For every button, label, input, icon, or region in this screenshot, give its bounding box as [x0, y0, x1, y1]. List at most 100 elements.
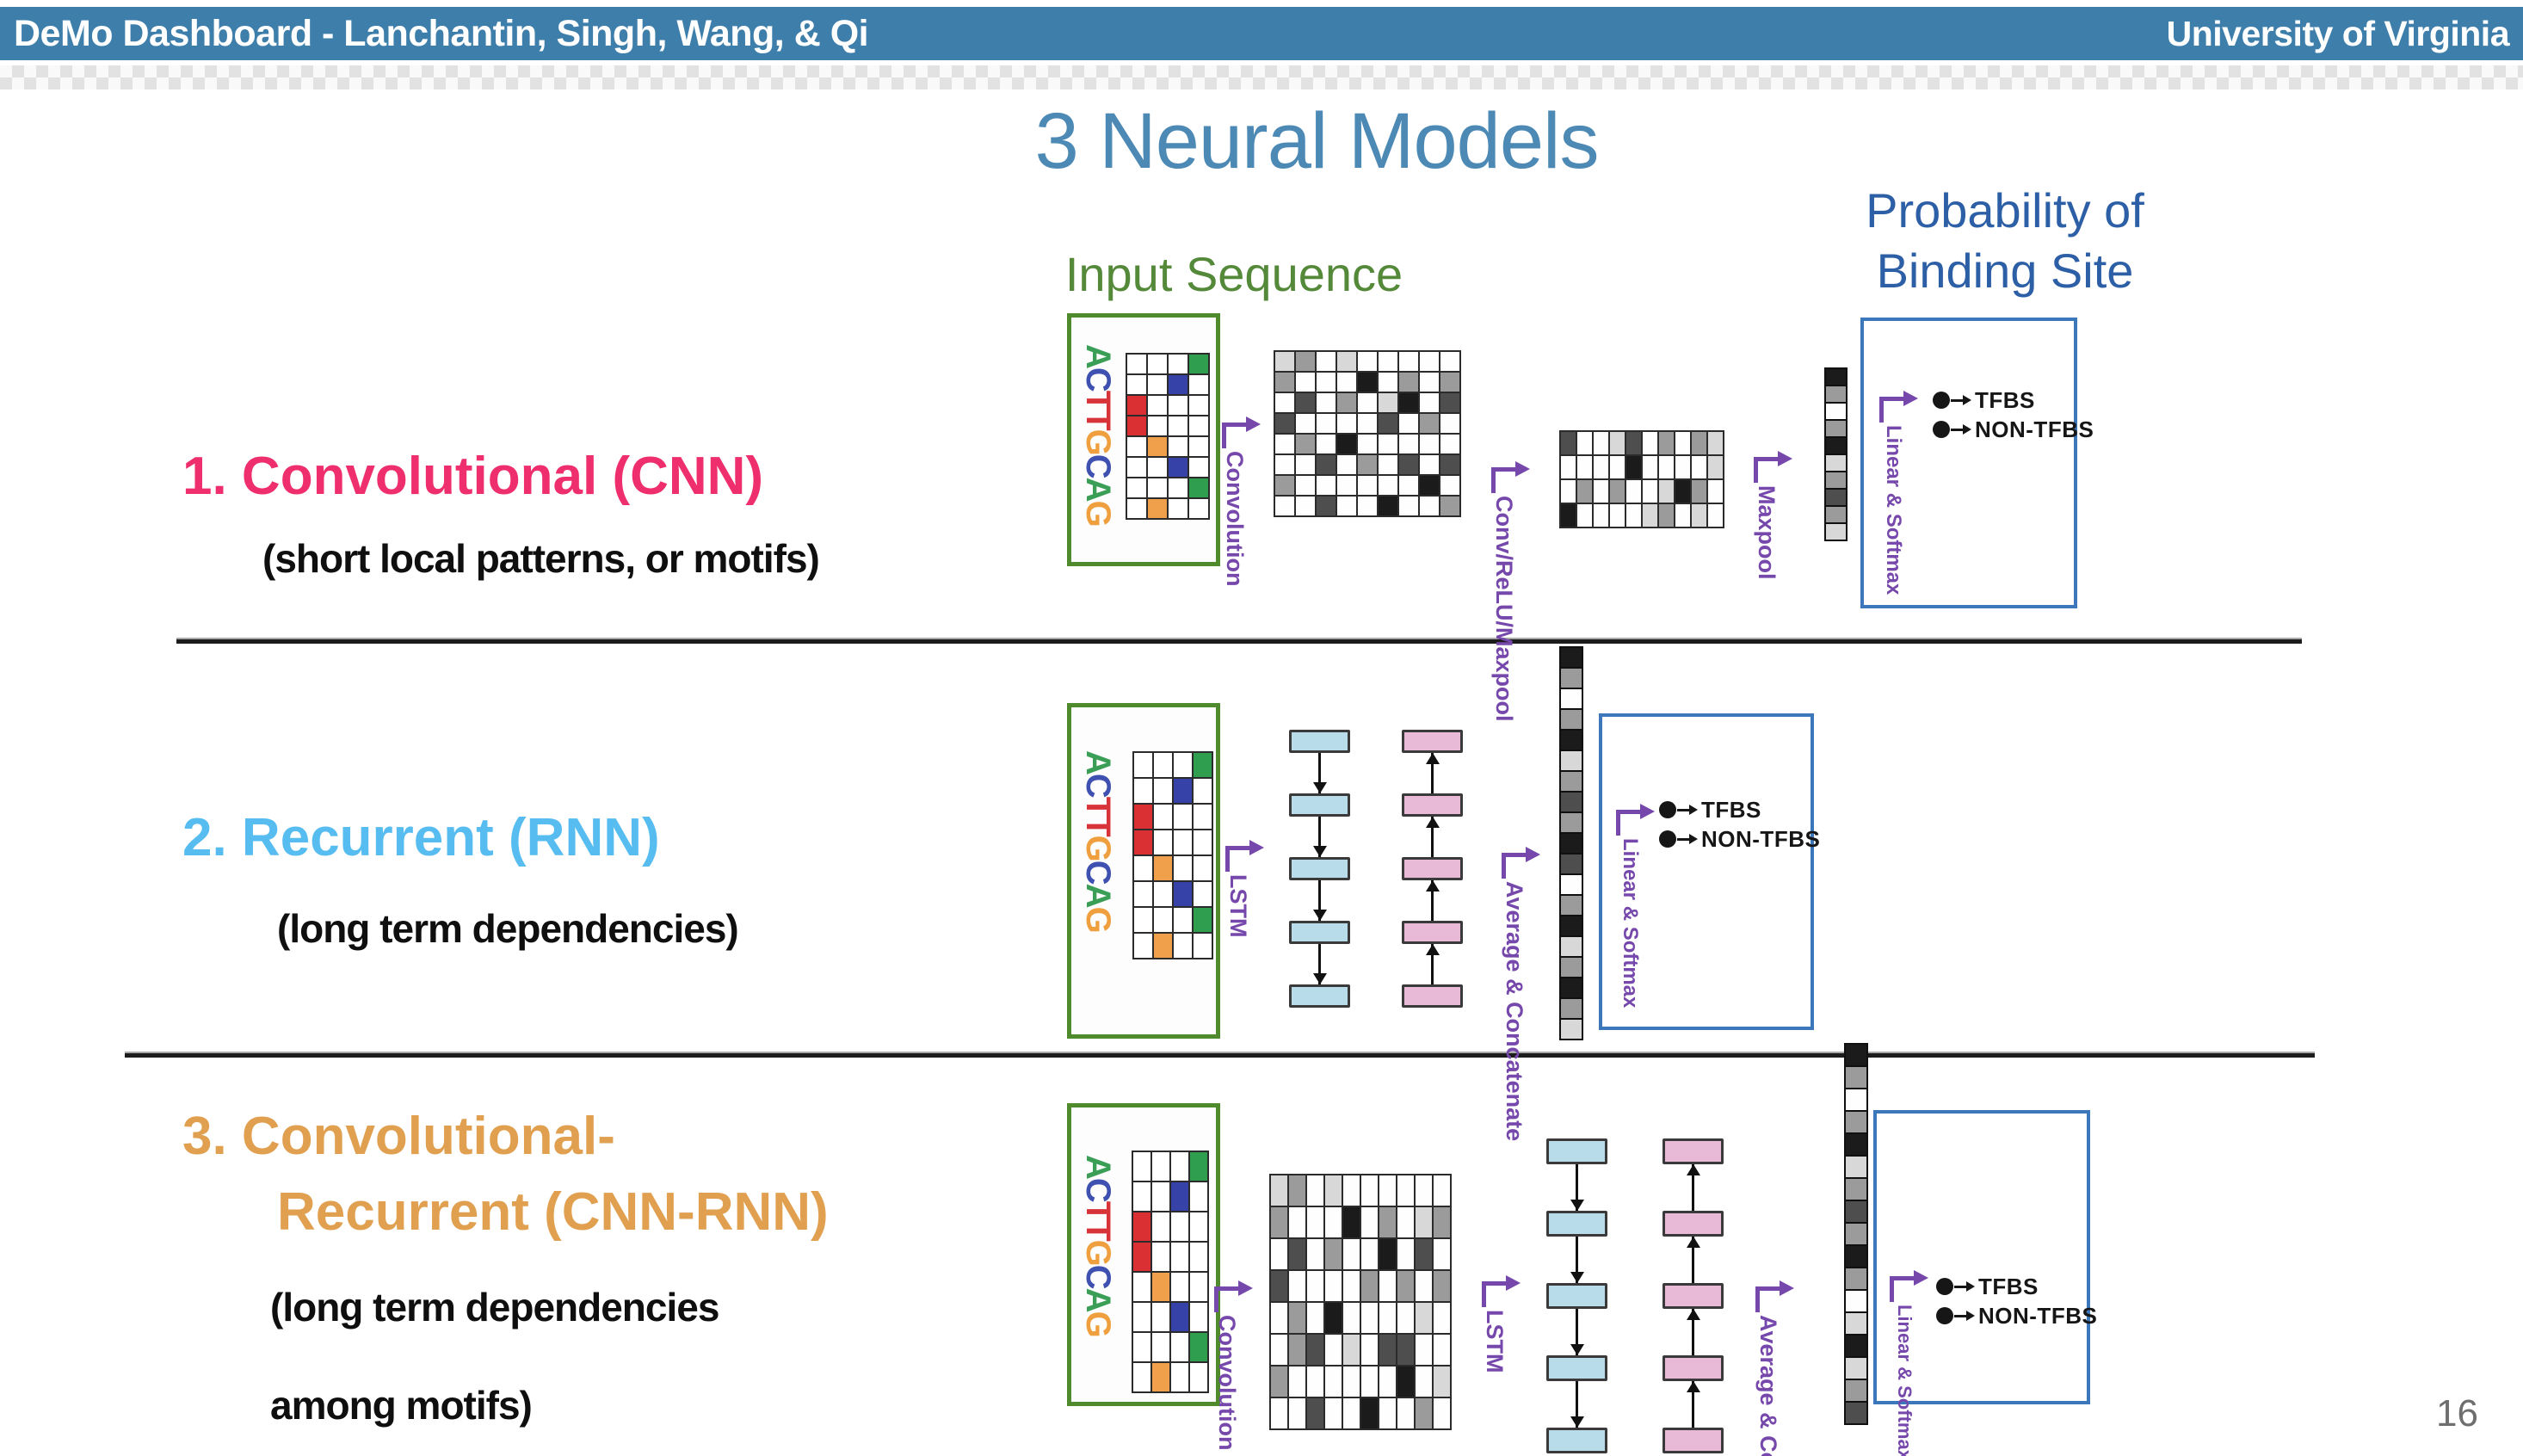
lstm-cell-box [1662, 1355, 1724, 1381]
onehot-cell [1133, 1363, 1150, 1391]
dna-letter: C [1079, 773, 1117, 797]
lstm-cell-box [1289, 984, 1350, 1008]
matrix-cell [1440, 476, 1459, 495]
matrix-cell [1337, 435, 1356, 453]
matrix-cell [1659, 432, 1674, 454]
matrix-cell [1275, 414, 1294, 433]
crnn-backward-chain [1662, 1138, 1724, 1453]
output-arrow-icon [1954, 1285, 1966, 1288]
onehot-cell [1127, 396, 1146, 415]
matrix-cell [1337, 497, 1356, 515]
dna-letter: A [1079, 1155, 1117, 1178]
crnn-concat-vector [1844, 1043, 1868, 1425]
rnn-linear-softmax-label: Linear & Softmax [1619, 838, 1642, 1009]
crnn-heading-line2: Recurrent (CNN-RNN) [277, 1182, 829, 1242]
rnn-lstm-arrow-icon [1225, 840, 1267, 874]
matrix-cell [1307, 1207, 1323, 1237]
onehot-cell [1152, 1273, 1169, 1301]
matrix-cell [1675, 480, 1690, 503]
vector-cell [1826, 438, 1846, 453]
lstm-cell-box [1546, 1428, 1607, 1453]
vector-cell [1561, 999, 1582, 1018]
vector-cell [1561, 710, 1582, 729]
vector-cell [1561, 978, 1582, 997]
lstm-cell-box [1402, 921, 1463, 944]
matrix-cell [1325, 1335, 1342, 1365]
matrix-cell [1577, 432, 1592, 454]
onehot-cell [1171, 1243, 1188, 1271]
matrix-cell [1420, 352, 1439, 371]
chain-connector [1318, 753, 1321, 793]
onehot-cell [1194, 753, 1212, 777]
lstm-cell-box [1289, 793, 1350, 817]
onehot-cell [1174, 882, 1192, 906]
lstm-cell-box [1289, 857, 1350, 880]
dna-letter: T [1079, 390, 1117, 410]
matrix-cell [1397, 1271, 1414, 1301]
matrix-cell [1399, 414, 1418, 433]
lstm-cell-box [1662, 1211, 1724, 1237]
matrix-cell [1289, 1239, 1305, 1269]
rnn-average-concatenate-label: Average & Concatenate [1502, 881, 1527, 1142]
cnn-convolution-arrow-icon [1222, 416, 1263, 451]
matrix-cell [1577, 480, 1592, 503]
vector-cell [1561, 751, 1582, 770]
lstm-cell-box [1546, 1355, 1607, 1381]
vector-cell [1846, 1246, 1866, 1267]
vector-cell [1826, 472, 1846, 488]
cnn-conv-relu-maxpool-label: Conv/ReLU/Maxpool [1491, 496, 1517, 722]
onehot-cell [1133, 1273, 1150, 1301]
onehot-cell [1190, 1243, 1207, 1271]
crnn-feature-matrix [1269, 1174, 1452, 1430]
matrix-cell [1337, 393, 1356, 412]
arrow-up-icon [1425, 944, 1440, 955]
matrix-cell [1420, 497, 1439, 515]
chain-connector [1431, 817, 1434, 857]
onehot-cell [1189, 375, 1208, 394]
cnn-heading: 1. Convolutional (CNN) [182, 447, 764, 506]
vector-cell [1561, 689, 1582, 708]
dna-letter: T [1079, 1200, 1117, 1221]
dna-letter: G [1079, 1311, 1117, 1336]
onehot-cell [1189, 396, 1208, 415]
matrix-cell [1343, 1207, 1360, 1237]
onehot-cell [1154, 753, 1172, 777]
matrix-cell [1626, 456, 1641, 478]
cnn-subtitle: (short local patterns, or motifs) [262, 536, 820, 581]
vector-cell [1561, 669, 1582, 688]
output-dot-icon [1659, 830, 1676, 848]
matrix-cell [1317, 393, 1336, 412]
matrix-cell [1397, 1175, 1414, 1206]
cnn-onehot-grid [1126, 353, 1210, 520]
vector-cell [1561, 731, 1582, 750]
matrix-cell [1399, 476, 1418, 495]
vector-cell [1846, 1067, 1866, 1088]
crnn-forward-chain [1546, 1138, 1607, 1453]
crnn-subtitle-line1: (long term dependencies [270, 1285, 719, 1330]
vector-cell [1826, 524, 1846, 540]
matrix-cell [1434, 1207, 1450, 1237]
matrix-cell [1561, 456, 1576, 478]
onehot-cell [1133, 1333, 1150, 1361]
rnn-output-non-tfbs: NON-TFBS [1659, 826, 1820, 852]
matrix-cell [1610, 504, 1625, 527]
matrix-cell [1296, 393, 1315, 412]
matrix-cell [1379, 1303, 1396, 1333]
matrix-cell [1692, 456, 1706, 478]
onehot-cell [1127, 499, 1146, 518]
output-arrow-icon [1951, 428, 1963, 431]
matrix-cell [1289, 1303, 1305, 1333]
chain-connector [1318, 817, 1321, 857]
onehot-cell [1127, 355, 1146, 373]
arrow-down-icon [1312, 910, 1327, 921]
matrix-cell [1296, 373, 1315, 392]
matrix-cell [1416, 1207, 1432, 1237]
matrix-cell [1440, 393, 1459, 412]
matrix-cell [1379, 497, 1397, 515]
matrix-cell [1289, 1271, 1305, 1301]
crnn-lstm-label: LSTM [1482, 1310, 1508, 1373]
rnn-subtitle: (long term dependencies) [277, 906, 739, 951]
matrix-cell [1337, 414, 1356, 433]
onehot-cell [1190, 1152, 1207, 1181]
